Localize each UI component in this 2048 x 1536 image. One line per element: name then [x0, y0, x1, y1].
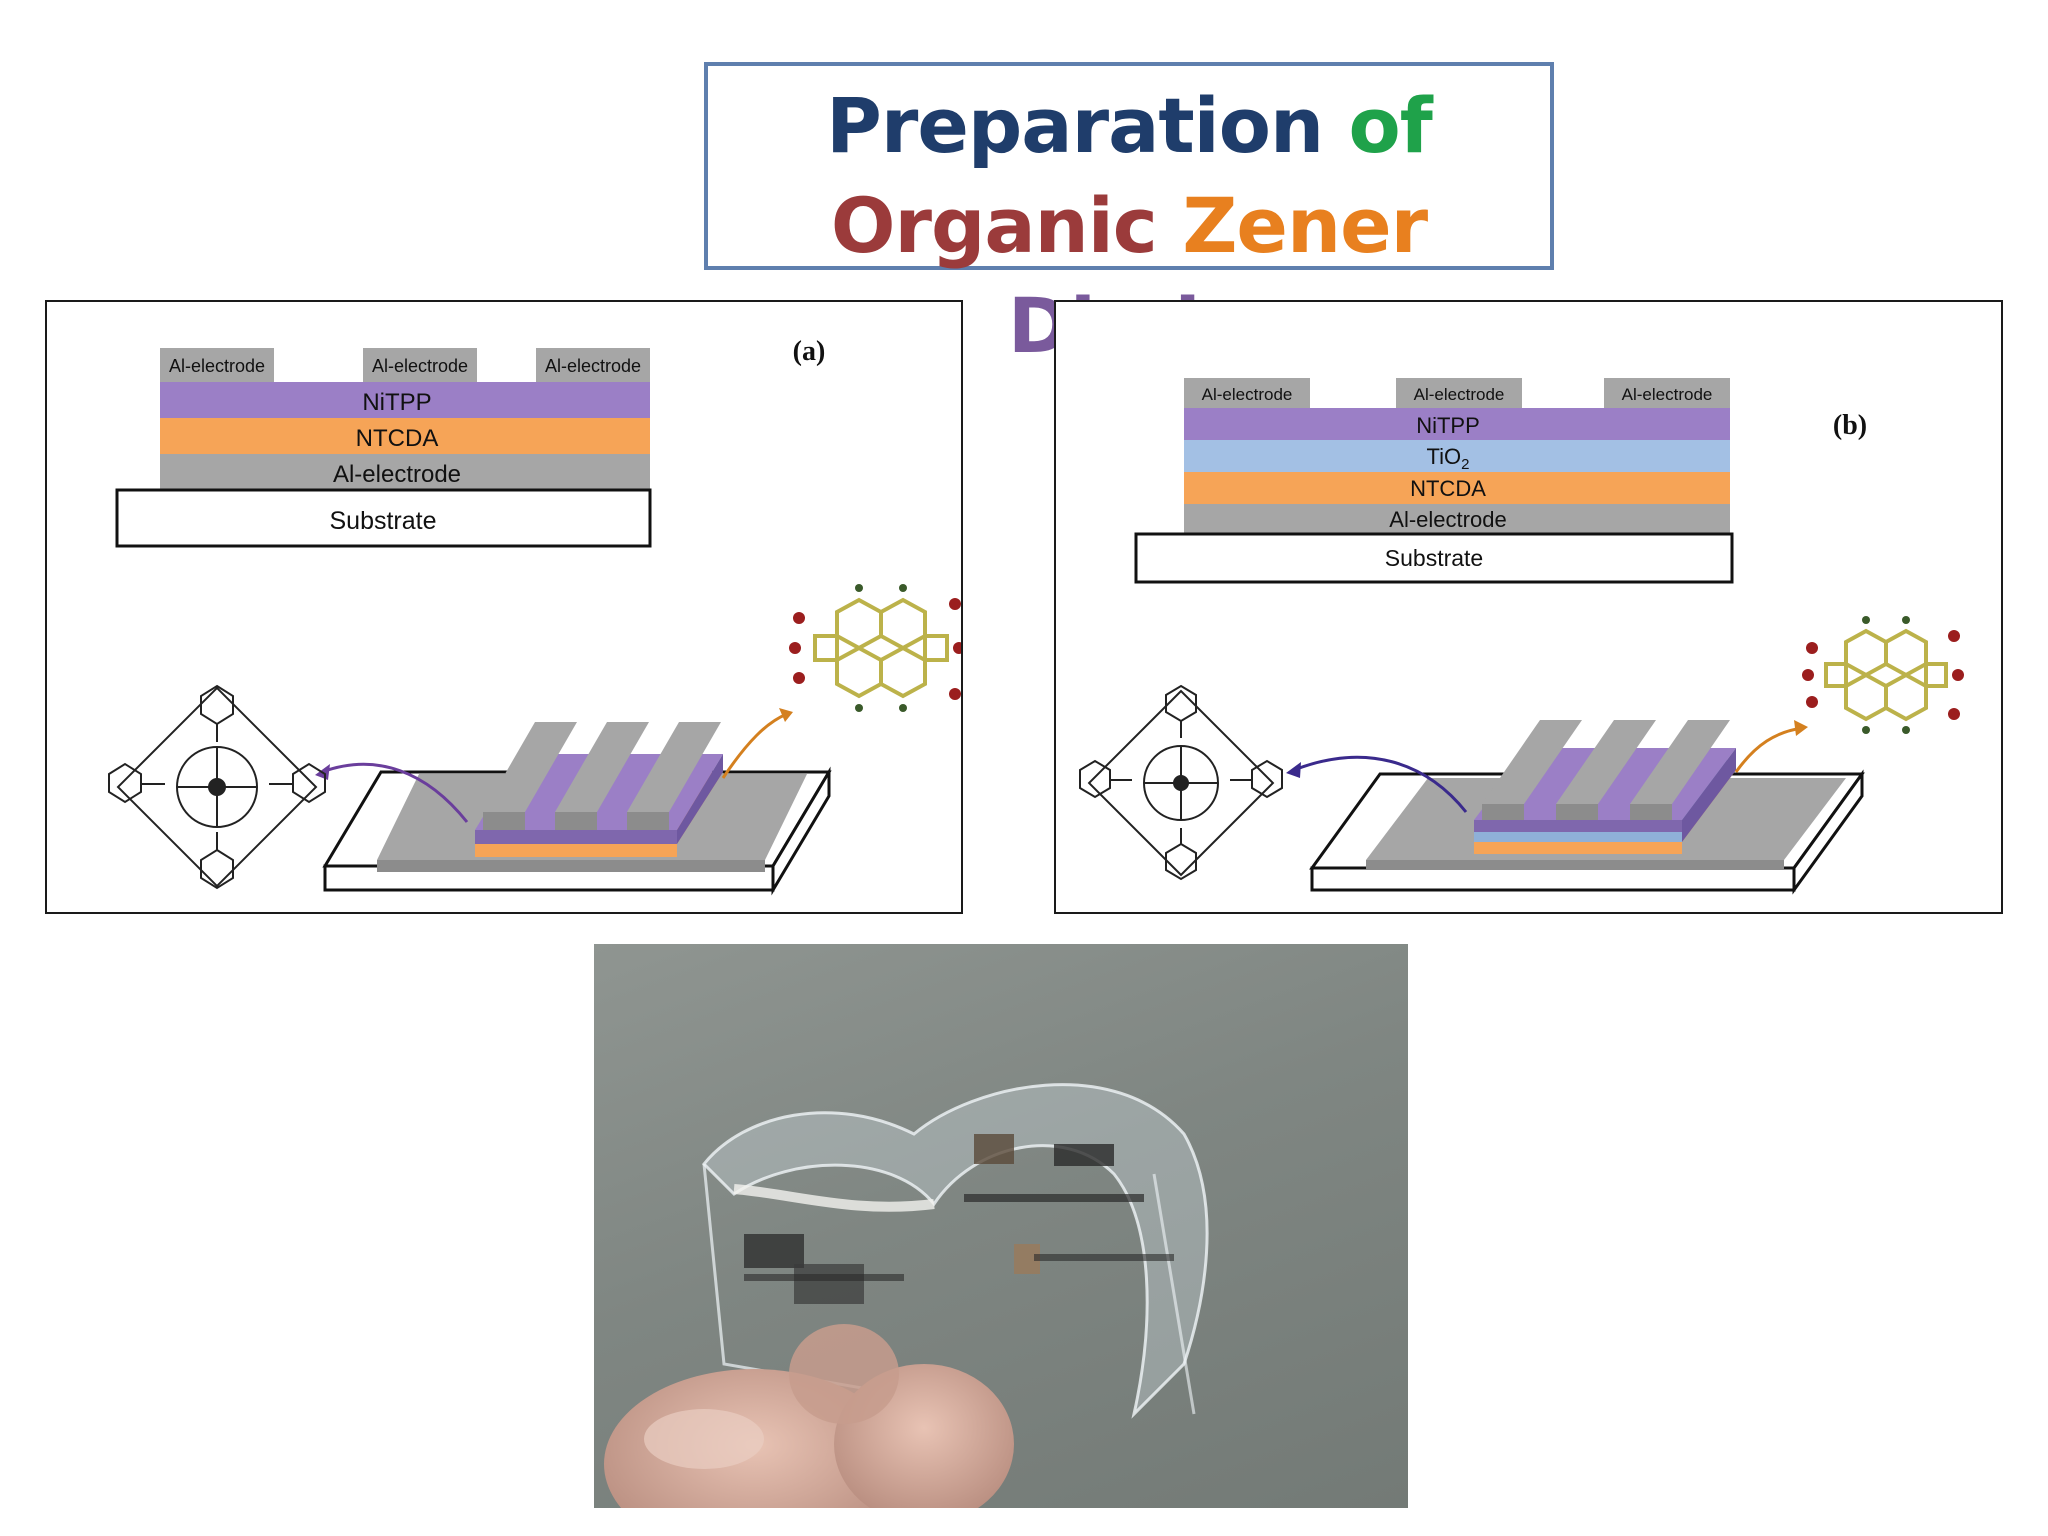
device-top-electrode-1 — [483, 722, 577, 812]
title-word-organic: Organic — [830, 181, 1158, 270]
layer-label-ntcda: NTCDA — [1410, 476, 1486, 501]
ntcda-molecule — [789, 584, 961, 712]
top-electrode-label-2: Al-electrode — [372, 356, 468, 376]
device-top-electrode-2 — [555, 722, 649, 812]
device-substrate-front — [1310, 866, 1796, 892]
layer-ntcda — [160, 418, 650, 454]
device-top-electrode-2 — [1556, 720, 1656, 804]
layer-label-al-electrode: Al-electrode — [1389, 507, 1506, 532]
layer-label-nitpp: NiTPP — [362, 389, 431, 416]
ntcda-molecule — [1802, 616, 1964, 734]
top-electrode-label-3: Al-electrode — [545, 356, 641, 376]
arrow-to-nitpp — [1293, 755, 1468, 813]
top-electrode-1 — [1184, 378, 1310, 408]
title-word-zener: Zener — [1182, 181, 1428, 270]
photo-illustration — [604, 1083, 1209, 1508]
layer-label-nitpp: NiTPP — [1416, 413, 1480, 438]
panel-b-diagram: Al-electrode Al-electrode Al-electrode N… — [1054, 300, 2003, 914]
top-electrode-label-1: Al-electrode — [169, 356, 265, 376]
panel-label: (b) — [1833, 410, 1867, 441]
substrate-label: Substrate — [1385, 545, 1483, 571]
layer-label-tio2: TiO2 — [1427, 444, 1470, 473]
flexible-device-photo — [594, 944, 1408, 1508]
title-box: Preparation of Organic Zener Diode — [704, 62, 1554, 370]
layer-bottom-electrode — [160, 454, 650, 490]
panel-a-diagram: Al-electrode Al-electrode Al-electrode N… — [45, 300, 963, 914]
device-top-electrode-3 — [627, 722, 721, 812]
top-electrode-2 — [1396, 378, 1522, 408]
device-substrate-side — [1792, 769, 1864, 895]
layer-label-al-electrode: Al-electrode — [333, 461, 461, 488]
layer-label-ntcda: NTCDA — [356, 425, 439, 452]
nitpp-molecule — [1079, 684, 1283, 881]
layer-tio2 — [1184, 440, 1730, 472]
substrate-block — [1134, 532, 1734, 584]
top-electrode-2 — [363, 348, 477, 382]
arrow-to-ntcda — [1734, 726, 1803, 773]
title-line-1: Preparation of — [708, 76, 1550, 176]
substrate-label: Substrate — [329, 507, 436, 535]
panel-a-svg: Al-electrode Al-electrode Al-electrode N… — [108, 336, 961, 896]
nitpp-molecule — [108, 684, 326, 890]
arrow-to-nitpp — [321, 762, 469, 823]
top-electrode-label-2: Al-electrode — [1414, 385, 1505, 404]
arrow-to-ntcda — [721, 712, 788, 779]
top-electrode-3 — [1604, 378, 1730, 408]
top-electrode-1 — [160, 348, 274, 382]
device-substrate-side — [771, 766, 831, 896]
panel-label: (a) — [793, 336, 826, 367]
layer-nitpp — [160, 382, 650, 418]
top-electrode-3 — [536, 348, 650, 382]
substrate-block — [115, 488, 652, 548]
top-electrode-label-3: Al-electrode — [1622, 385, 1713, 404]
layer-ntcda — [1184, 472, 1730, 504]
device-top-electrode-3 — [1630, 720, 1730, 804]
panel-b-svg: Al-electrode Al-electrode Al-electrode N… — [1079, 378, 1964, 895]
layer-nitpp — [1184, 408, 1730, 440]
top-electrode-label-1: Al-electrode — [1202, 385, 1293, 404]
layer-bottom-electrode — [1184, 504, 1730, 534]
title-word-of: of — [1348, 81, 1433, 170]
title-word-preparation: Preparation — [826, 81, 1324, 170]
device-top-electrode-1 — [1482, 720, 1582, 804]
